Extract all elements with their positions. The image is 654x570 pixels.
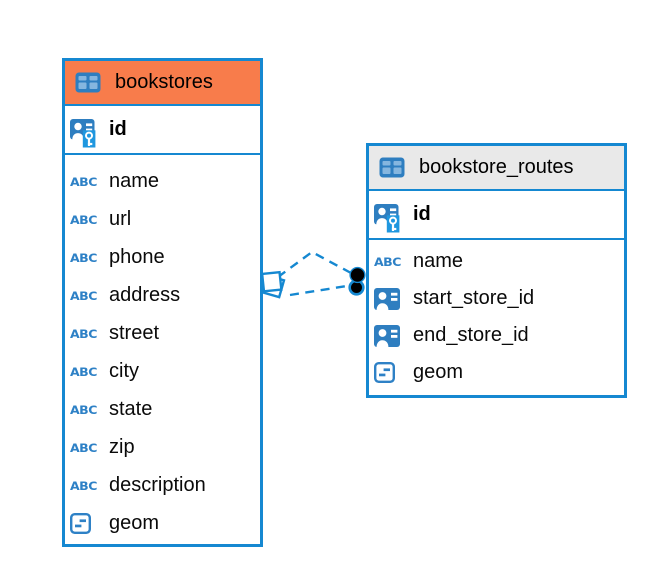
- text-abc-icon: ABC: [70, 250, 101, 265]
- column-row-address-label: address: [109, 283, 181, 306]
- table-bookstore_routes[interactable]: bookstore_routes id ABC name start_store…: [366, 143, 627, 398]
- overlapping-squares-icon[interactable]: [260, 270, 286, 299]
- column-row-geom[interactable]: geom: [374, 354, 624, 391]
- column-row-id-label: id: [109, 118, 127, 140]
- table-bookstores[interactable]: bookstores id ABC name ABC url ABC phone…: [62, 58, 263, 547]
- text-abc-icon: ABC: [374, 254, 405, 269]
- column-row-city-label: city: [109, 359, 139, 382]
- column-row-phone[interactable]: ABC phone: [70, 238, 260, 276]
- column-row-end_store_id[interactable]: end_store_id: [374, 317, 624, 354]
- text-abc-icon: ABC: [70, 326, 101, 341]
- column-row-zip-label: zip: [109, 435, 135, 458]
- column-row-phone-label: phone: [109, 245, 165, 268]
- text-abc-icon-glyph: ABC: [70, 173, 97, 189]
- foreign-key-icon: [374, 324, 405, 347]
- column-row-address[interactable]: ABC address: [70, 276, 260, 314]
- text-abc-icon-glyph: ABC: [70, 211, 97, 227]
- column-row-street-label: street: [109, 321, 160, 344]
- column-row-id-label: id: [413, 203, 431, 225]
- column-row-url-label: url: [109, 207, 132, 230]
- columns-list: ABC name ABC url ABC phone ABC address A…: [65, 155, 260, 544]
- table-header-bookstores-label: bookstores: [115, 71, 213, 93]
- column-row-state-label: state: [109, 397, 153, 420]
- column-row-geom-label: geom: [109, 511, 160, 534]
- column-row-name-label: name: [413, 250, 464, 272]
- column-row-name[interactable]: ABC name: [374, 243, 624, 280]
- column-row-description-label: description: [109, 473, 206, 496]
- column-row-url[interactable]: ABC url: [70, 200, 260, 238]
- relationship-line-1[interactable]: [289, 284, 348, 297]
- column-row-name[interactable]: ABC name: [70, 162, 260, 200]
- relationship-line-0[interactable]: [277, 250, 352, 278]
- square-handle: [260, 270, 283, 293]
- table-icon: [379, 157, 410, 178]
- column-row-city[interactable]: ABC city: [70, 352, 260, 390]
- text-abc-icon-glyph: ABC: [374, 254, 401, 269]
- geometry-icon: [70, 512, 101, 534]
- primary-key-icon: [70, 112, 101, 148]
- text-abc-icon-glyph: ABC: [70, 363, 97, 379]
- text-abc-icon: ABC: [70, 478, 101, 493]
- column-row-description[interactable]: ABC description: [70, 466, 260, 504]
- column-row-start_store_id[interactable]: start_store_id: [374, 280, 624, 317]
- text-abc-icon-glyph: ABC: [70, 401, 97, 417]
- text-abc-icon-glyph: ABC: [70, 249, 97, 265]
- column-row-zip[interactable]: ABC zip: [70, 428, 260, 466]
- column-row-id[interactable]: id: [369, 191, 624, 240]
- text-abc-icon-glyph: ABC: [70, 287, 97, 303]
- foreign-key-icon: [374, 287, 405, 310]
- text-abc-icon: ABC: [70, 440, 101, 455]
- text-abc-icon-glyph: ABC: [70, 477, 97, 493]
- column-row-state[interactable]: ABC state: [70, 390, 260, 428]
- text-abc-icon: ABC: [70, 402, 101, 417]
- column-row-geom-label: geom: [413, 361, 464, 383]
- column-row-street[interactable]: ABC street: [70, 314, 260, 352]
- text-abc-icon-glyph: ABC: [70, 325, 97, 341]
- text-abc-icon: ABC: [70, 174, 101, 189]
- table-header-bookstore_routes-label: bookstore_routes: [419, 156, 574, 178]
- geometry-icon: [374, 362, 405, 383]
- column-row-id[interactable]: id: [65, 106, 260, 155]
- text-abc-icon: ABC: [70, 212, 101, 227]
- column-row-name-label: name: [109, 169, 160, 192]
- table-header-bookstore_routes[interactable]: bookstore_routes: [369, 146, 624, 191]
- text-abc-icon-glyph: ABC: [70, 439, 97, 455]
- text-abc-icon: ABC: [70, 364, 101, 379]
- column-row-geom[interactable]: geom: [70, 504, 260, 542]
- text-abc-icon: ABC: [70, 288, 101, 303]
- primary-key-icon: [374, 197, 405, 233]
- table-header-bookstores[interactable]: bookstores: [65, 61, 260, 106]
- columns-list: ABC name start_store_id end_store_id geo…: [369, 240, 624, 395]
- connection-dots-icon-1[interactable]: [349, 266, 366, 284]
- column-row-start_store_id-label: start_store_id: [413, 287, 535, 309]
- table-icon: [75, 72, 106, 93]
- column-row-end_store_id-label: end_store_id: [413, 324, 529, 346]
